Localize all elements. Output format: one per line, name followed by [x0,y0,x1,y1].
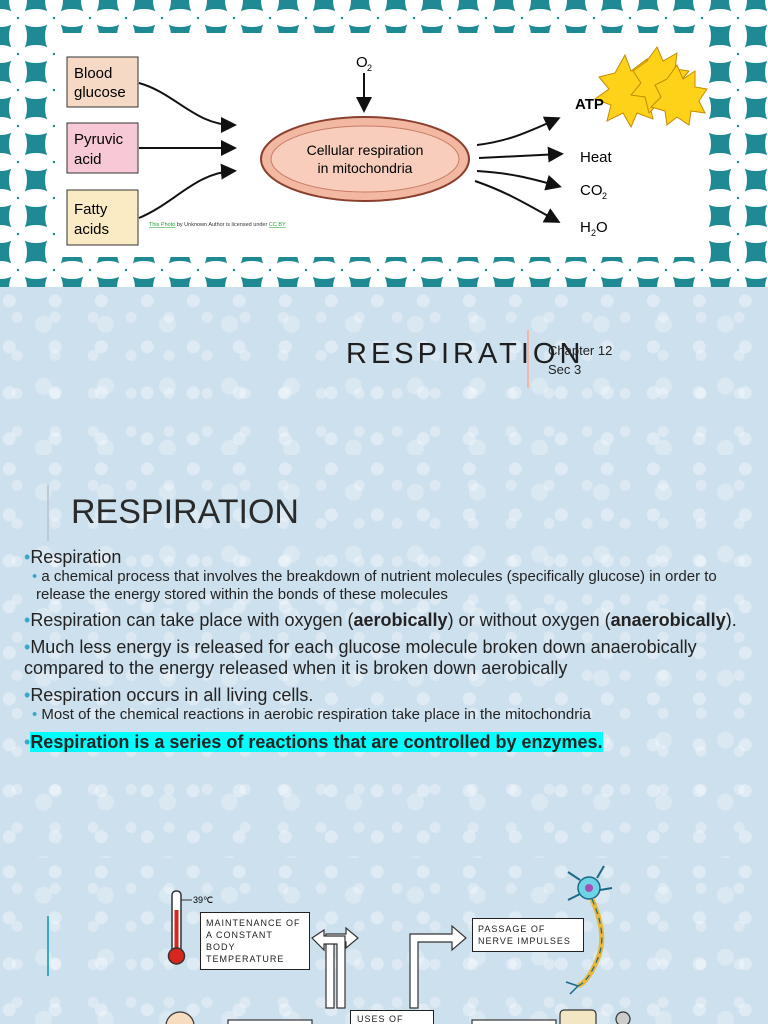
heading-accent-bar [47,485,49,541]
gear-icon [615,1011,631,1024]
input-fatty-l1: Fatty [74,201,108,218]
input-blood-glucose-l1: Blood [74,65,112,82]
sub-bullet-mitochondria: • Most of the chemical reactions in aero… [32,706,591,723]
diagram-slide: Blood glucose Pyruvic acid Fatty acids O… [0,0,768,287]
bullet-energy: •Much less energy is released for each g… [24,637,697,678]
bullet-respiration: •Respiration [24,547,122,567]
bullet-list: •Respiration • a chemical process that i… [24,547,748,753]
input-pyruvic-l2: acid [74,151,102,168]
uses-slide: 39℃ MAINTENANCE OF A CONSTANT BODY TEMPE… [0,858,768,1024]
svg-text:O: O [596,219,608,236]
cup-icon [559,1009,597,1024]
box-body-temperature: MAINTENANCE OF A CONSTANT BODY TEMPERATU… [200,912,310,970]
box-uses-of: USES OF [350,1010,434,1024]
slide-heading: RESPIRATION [71,493,299,531]
box-nerve-impulses: PASSAGE OF NERVE IMPULSES [472,918,584,952]
sub-bullet-definition: • a chemical process that involves the b… [32,568,717,603]
bullet-enzymes: •Respiration is a series of reactions th… [24,732,603,752]
svg-text:2: 2 [602,191,607,201]
svg-text:2: 2 [591,228,596,238]
output-heat: Heat [580,149,613,166]
section-label: Sec 3 [548,362,582,377]
svg-text:2: 2 [367,63,372,73]
input-fatty-l2: acids [74,221,109,238]
output-atp: ATP [575,96,604,113]
organelle-l1: Cellular respiration [307,142,424,158]
respiration-diagram: Blood glucose Pyruvic acid Fatty acids O… [55,33,709,257]
title-slide [0,287,768,455]
respiration-diagram-svg: Blood glucose Pyruvic acid Fatty acids O… [66,45,708,246]
output-co2: CO [580,182,603,199]
photo-credit: This Photo by Unknown Author is licensed… [149,222,286,228]
output-h2o: H [580,219,591,236]
title-slide-subtitle: Chapter 12 Sec 3 [548,341,612,379]
slide-accent-bar [47,916,49,976]
neuron-icon [565,865,613,995]
bullet-aerobic: •Respiration can take place with oxygen … [24,610,737,630]
organelle-l2: in mitochondria [318,160,413,176]
bullet-living-cells: •Respiration occurs in all living cells. [24,685,314,705]
oxygen-label: O [356,54,368,71]
uses-diagram: 39℃ [165,865,631,1024]
input-blood-glucose-l2: glucose [74,84,126,101]
thermometer-icon [167,890,192,965]
person-icon [165,1011,195,1024]
chapter-label: Chapter 12 [548,343,613,358]
input-pyruvic-l1: Pyruvic [74,131,124,148]
title-slide-title: RESPIRATION [346,338,585,370]
temp-label: 39℃ [193,895,213,905]
title-divider [527,330,529,388]
atp-stars [593,45,708,129]
content-slide: RESPIRATION •Respiration • a chemical pr… [0,455,768,858]
